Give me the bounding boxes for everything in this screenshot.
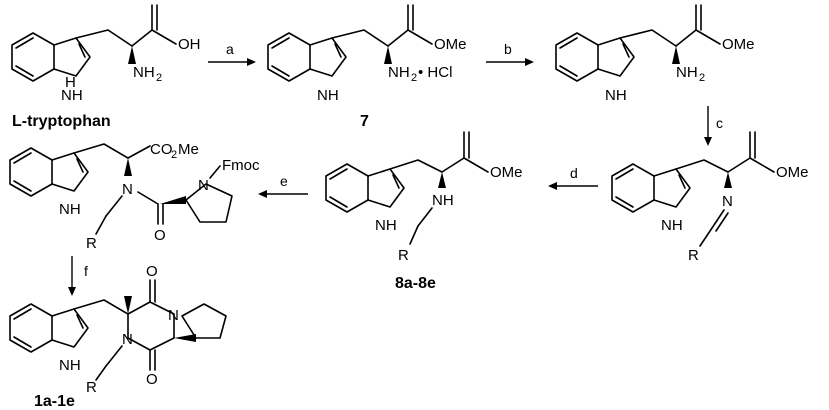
arrow-step-b: b: [486, 41, 534, 66]
arrow-step-f: f: [68, 256, 88, 296]
hcl-salt-label: • HCl: [418, 64, 452, 81]
hydroxyl-label: OH: [178, 36, 201, 53]
arrow-step-c: c: [704, 106, 723, 146]
svg-text:NH: NH: [605, 87, 627, 104]
svg-text:OMe: OMe: [776, 164, 809, 181]
step-label-b: b: [504, 41, 512, 57]
imine-n-label: N: [722, 193, 733, 210]
svg-text:2: 2: [171, 149, 177, 161]
dkp-ring-n-left-label: N: [122, 331, 133, 348]
fmoc-proline-amide-structure: NH CO 2 Me N R O N Fmoc: [9, 141, 260, 252]
svg-text:R: R: [398, 247, 409, 264]
step-label-c: c: [716, 115, 723, 131]
proline-n-label: N: [198, 177, 209, 194]
imine-structure: NH OMe N R: [611, 131, 809, 264]
compound-label-l-tryptophan: L-tryptophan: [12, 113, 111, 130]
arrow-step-d: d: [548, 165, 598, 190]
step-label-a: a: [226, 41, 234, 57]
svg-text:NH: NH: [676, 64, 698, 81]
indole-nh-label: NH: [61, 87, 83, 104]
secondary-amine-label: NH: [432, 192, 454, 209]
fmoc-label: Fmoc: [222, 157, 260, 174]
ester-ome-label: OMe: [434, 36, 467, 53]
svg-text:2: 2: [411, 72, 417, 84]
indole-h-label: H: [65, 74, 76, 91]
amine-subscript: 2: [156, 72, 162, 84]
svg-text:NH: NH: [375, 217, 397, 234]
compound-8-structure: NH OMe NH R: [325, 131, 523, 264]
arrow-step-e: e: [258, 173, 308, 198]
diketopiperazine-structure: NH O N N O R: [9, 263, 227, 396]
svg-text:NH: NH: [661, 217, 683, 234]
compound-label-1: 1a-1e: [34, 393, 75, 410]
svg-text:NH: NH: [59, 201, 81, 218]
compound-label-7: 7: [360, 113, 369, 130]
step-label-f: f: [84, 263, 88, 279]
tryptophan-methyl-ester-structure: NH OMe NH 2: [555, 4, 755, 104]
dkp-top-o-label: O: [146, 263, 158, 280]
step-label-e: e: [280, 173, 288, 189]
svg-text:OMe: OMe: [490, 164, 523, 181]
imine-r-label: R: [688, 247, 699, 264]
amine-label: NH: [133, 64, 155, 81]
svg-text:NH: NH: [59, 357, 81, 374]
svg-text:Me: Me: [178, 141, 199, 158]
l-tryptophan-structure: NH H OH NH 2: [11, 4, 201, 104]
compound-label-8: 8a-8e: [395, 275, 436, 292]
amide-carbonyl-o-label: O: [154, 227, 166, 244]
svg-text:R: R: [86, 235, 97, 252]
compound-7-structure: NH OMe NH 2 • HCl: [267, 4, 467, 104]
svg-text:R: R: [86, 379, 97, 396]
dkp-ring-n-right-label: N: [168, 307, 179, 324]
svg-text:OMe: OMe: [722, 36, 755, 53]
step-label-d: d: [570, 165, 578, 181]
svg-text:NH: NH: [388, 64, 410, 81]
methyl-ester-co-label: CO: [150, 141, 173, 158]
svg-text:2: 2: [699, 72, 705, 84]
tertiary-amide-n-label: N: [122, 181, 133, 198]
arrow-step-a: a: [208, 41, 256, 66]
svg-text:NH: NH: [317, 87, 339, 104]
dkp-bottom-o-label: O: [146, 371, 158, 388]
